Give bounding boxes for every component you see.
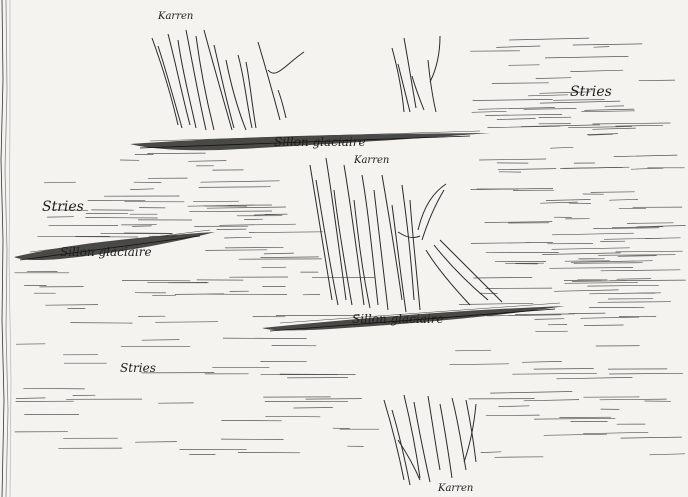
stria-line — [536, 331, 568, 332]
stria-line — [148, 153, 206, 154]
stria-line — [294, 408, 333, 409]
sillon-glaciaire-label-left: Sillon glaciaire — [60, 246, 152, 258]
stria-line — [193, 201, 238, 202]
sillon-glaciaire-label-middle: Sillon glaciaire — [352, 313, 444, 325]
stria-line — [153, 295, 176, 296]
stria-line — [71, 323, 133, 324]
karren-label-top: Karren — [158, 12, 193, 22]
stria-line — [266, 416, 320, 417]
stria-line — [306, 399, 362, 400]
stria-line — [223, 338, 306, 339]
stria-line — [262, 267, 286, 268]
stries-label-bottom: Stries — [120, 362, 156, 374]
stria-line — [569, 313, 605, 314]
stria-line — [280, 374, 355, 375]
stria-line — [584, 325, 623, 326]
karren-label-bottom: Karren — [438, 484, 473, 494]
stria-line — [495, 457, 543, 458]
karren-label-middle: Karren — [354, 156, 389, 166]
stria-line — [132, 226, 151, 227]
stria-line — [509, 65, 540, 66]
stries-label-left: Stries — [42, 200, 84, 214]
stria-line — [86, 218, 158, 219]
stries-label-right: Stries — [570, 85, 612, 99]
sillon-glaciaire-label-top: Sillon glaciaire — [274, 136, 366, 148]
